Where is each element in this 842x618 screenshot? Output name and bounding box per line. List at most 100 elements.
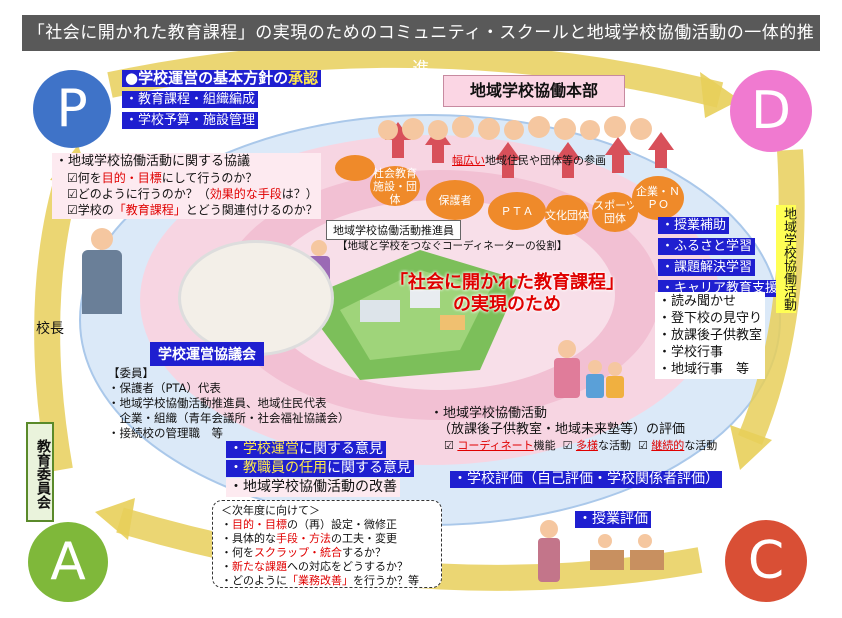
evaluation-line: ・地域学校協働活動 [430,406,548,421]
text: 機能 [533,439,556,452]
approval-heading: ●学校運営の基本方針の承認 [122,69,322,87]
text: を行うか？等 [353,574,419,587]
approval-item: ・学校予算・施設管理 [122,112,259,129]
next-year-line: ・何をスクラップ・統合するか？ [221,546,386,559]
plan-letter: P [56,79,88,139]
activity-item: ・登下校の見守り [658,311,763,326]
act-letter: A [50,532,86,592]
next-year-line: ・新たな課題への対応をどうするか？ [221,560,408,573]
check-circle: C [725,520,807,602]
text: の（再）設定・微修正 [287,518,397,531]
org-culture: 文化団体 [545,195,589,235]
text-red: 「教育課程」 [113,203,186,217]
org-guardians: 保護者 [426,180,484,220]
class-evaluation: ・授業評価 [575,511,651,528]
text: 具体的な [232,532,276,545]
center-line-2: の実現のため [453,294,561,315]
approval-heading-text: 学校運営の基本方針の [138,69,289,87]
text: とどう関連付けるのか？ [185,203,318,217]
text: にして行うのか？ [161,171,258,185]
school-evaluation: ・学校評価（自己評価・学校関係者評価） [450,471,722,488]
approval-item: ・教育課程・組織編成 [122,91,259,108]
council-table [178,240,334,356]
deliberation-heading: ・地域学校協働活動に関する協議 [55,154,251,169]
text: な活動 [597,439,631,452]
center-message: 「社会に開かれた教育課程」 の実現のため [372,272,642,316]
text: ☑ [562,439,576,452]
board-text: 教育委員会 [35,439,51,509]
text: 地域住民や団体等の参画 [485,154,606,167]
activity-item: ・地域行事 等 [658,362,750,377]
text-red: 新たな課題 [232,560,287,573]
opinion-item: ・学校運営に関する意見 [226,441,386,458]
approval-block: ●学校運営の基本方針の承認 ・教育課程・組織編成 ・学校予算・施設管理 [122,68,322,130]
community-people [378,110,668,148]
text-highlight: 教職員の任用 [243,460,327,476]
activity-item: ・ふるさと学習 [658,238,756,255]
next-year-line: ・どのように「業務改善」を行うか？等 [221,574,419,587]
next-year-heading: ＜次年度に向けて＞ [221,504,320,517]
bullet: ● [125,69,139,87]
text-red: 目的・目標 [101,171,162,185]
org-pta: ＰＴＡ [488,192,546,230]
principal-figure [82,228,122,318]
text: な活動 [684,439,718,452]
approval-highlight: 承認 [288,69,319,87]
council-label: 学校運営協議会 [150,342,264,366]
member-item: ・接続校の管理職 等 [108,426,223,440]
activities-plain: ・読み聞かせ ・登下校の見守り ・放課後子供教室 ・学校行事 ・地域行事 等 [655,292,766,379]
opinion-item: ・地域学校協働活動の改善 [226,478,400,497]
text-highlight: 学校運営 [243,441,299,457]
honbu-label: 地域学校協働本部 [443,75,625,107]
activity-item: ・放課後子供教室 [658,328,763,343]
plan-circle: P [33,70,111,148]
activity-item: ・読み聞かせ [658,294,737,309]
text: ☑どのように行うのか？（ [67,187,210,201]
principal-label: 校長 [36,321,64,337]
text: に関する意見 [299,441,383,457]
board-of-education: 教育委員会 [26,422,54,522]
evaluation-block: ・地域学校協働活動 （放課後子供教室・地域未来塾等）の評価 ☑ コーディネート機… [430,406,717,454]
member-item: ・保護者（PTA）代表 [108,381,221,395]
honbu-caption: 幅広い地域住民や団体等の参画 [452,152,606,168]
text: 何を [232,546,254,559]
text: するか？ [342,546,386,559]
text: の工夫・変更 [331,532,397,545]
next-year-line: ・目的・目標の（再）設定・微修正 [221,518,397,531]
text-red: スクラップ・統合 [254,546,342,559]
act-circle: A [28,522,108,602]
text-red: 効果的な手段 [209,187,282,201]
side-vertical-text: 地域学校協働活動 [781,207,796,311]
opinion-item: ・教職員の任用に関する意見 [226,460,414,477]
orange-blob [335,155,375,181]
do-letter: D [750,81,792,141]
text: どのように [232,574,287,587]
text-red: 「業務改善」 [287,574,353,587]
text: は？） [281,187,318,201]
family-illustration [548,340,628,400]
arrow-p-to-d [107,41,724,108]
text-red: 目的・目標 [232,518,287,531]
org-sports: スポーツ団体 [592,192,638,232]
activity-item: ・課題解決学習 [658,259,756,276]
member-item: 企業・組織（青年会議所・社会福祉協議会） [108,411,350,425]
text-red: コーディネート [457,439,534,452]
activities-blue: ・授業補助 ・ふるさと学習 ・課題解決学習 ・キャリア教育支援 [658,214,782,298]
text: ☑学校の [67,203,114,217]
evaluation-checks: ☑ コーディネート機能 ☑ 多様な活動 ☑ 継続的な活動 [430,438,717,454]
council-members: 【委員】 ・保護者（PTA）代表 ・地域学校協働活動推進員、地域住民代表 企業・… [108,366,350,441]
text-red: 幅広い [452,154,485,167]
org-company-npo: 企業・ＮＰＯ [632,176,684,220]
coordinator-role: 【地域と学校をつなぐコーディネーターの役割】 [337,240,568,252]
text: ☑ [444,439,458,452]
text: ☑何を [67,171,102,185]
classroom-illustration [538,520,670,586]
check-letter: C [747,531,785,591]
deliberation-line: ☑学校の「教育課程」とどう関連付けるのか？ [55,202,318,218]
text-red: 手段・方法 [276,532,331,545]
activity-item: ・学校行事 [658,345,724,360]
text-red: 継続的 [651,439,685,452]
evaluation-line: （放課後子供教室・地域未来塾等）の評価 [438,422,686,437]
deliberation-line: ☑何を目的・目標にして行うのか？ [55,170,318,186]
opinions-block: ・学校運営に関する意見 ・教職員の任用に関する意見 ・地域学校協働活動の改善 [226,440,414,497]
